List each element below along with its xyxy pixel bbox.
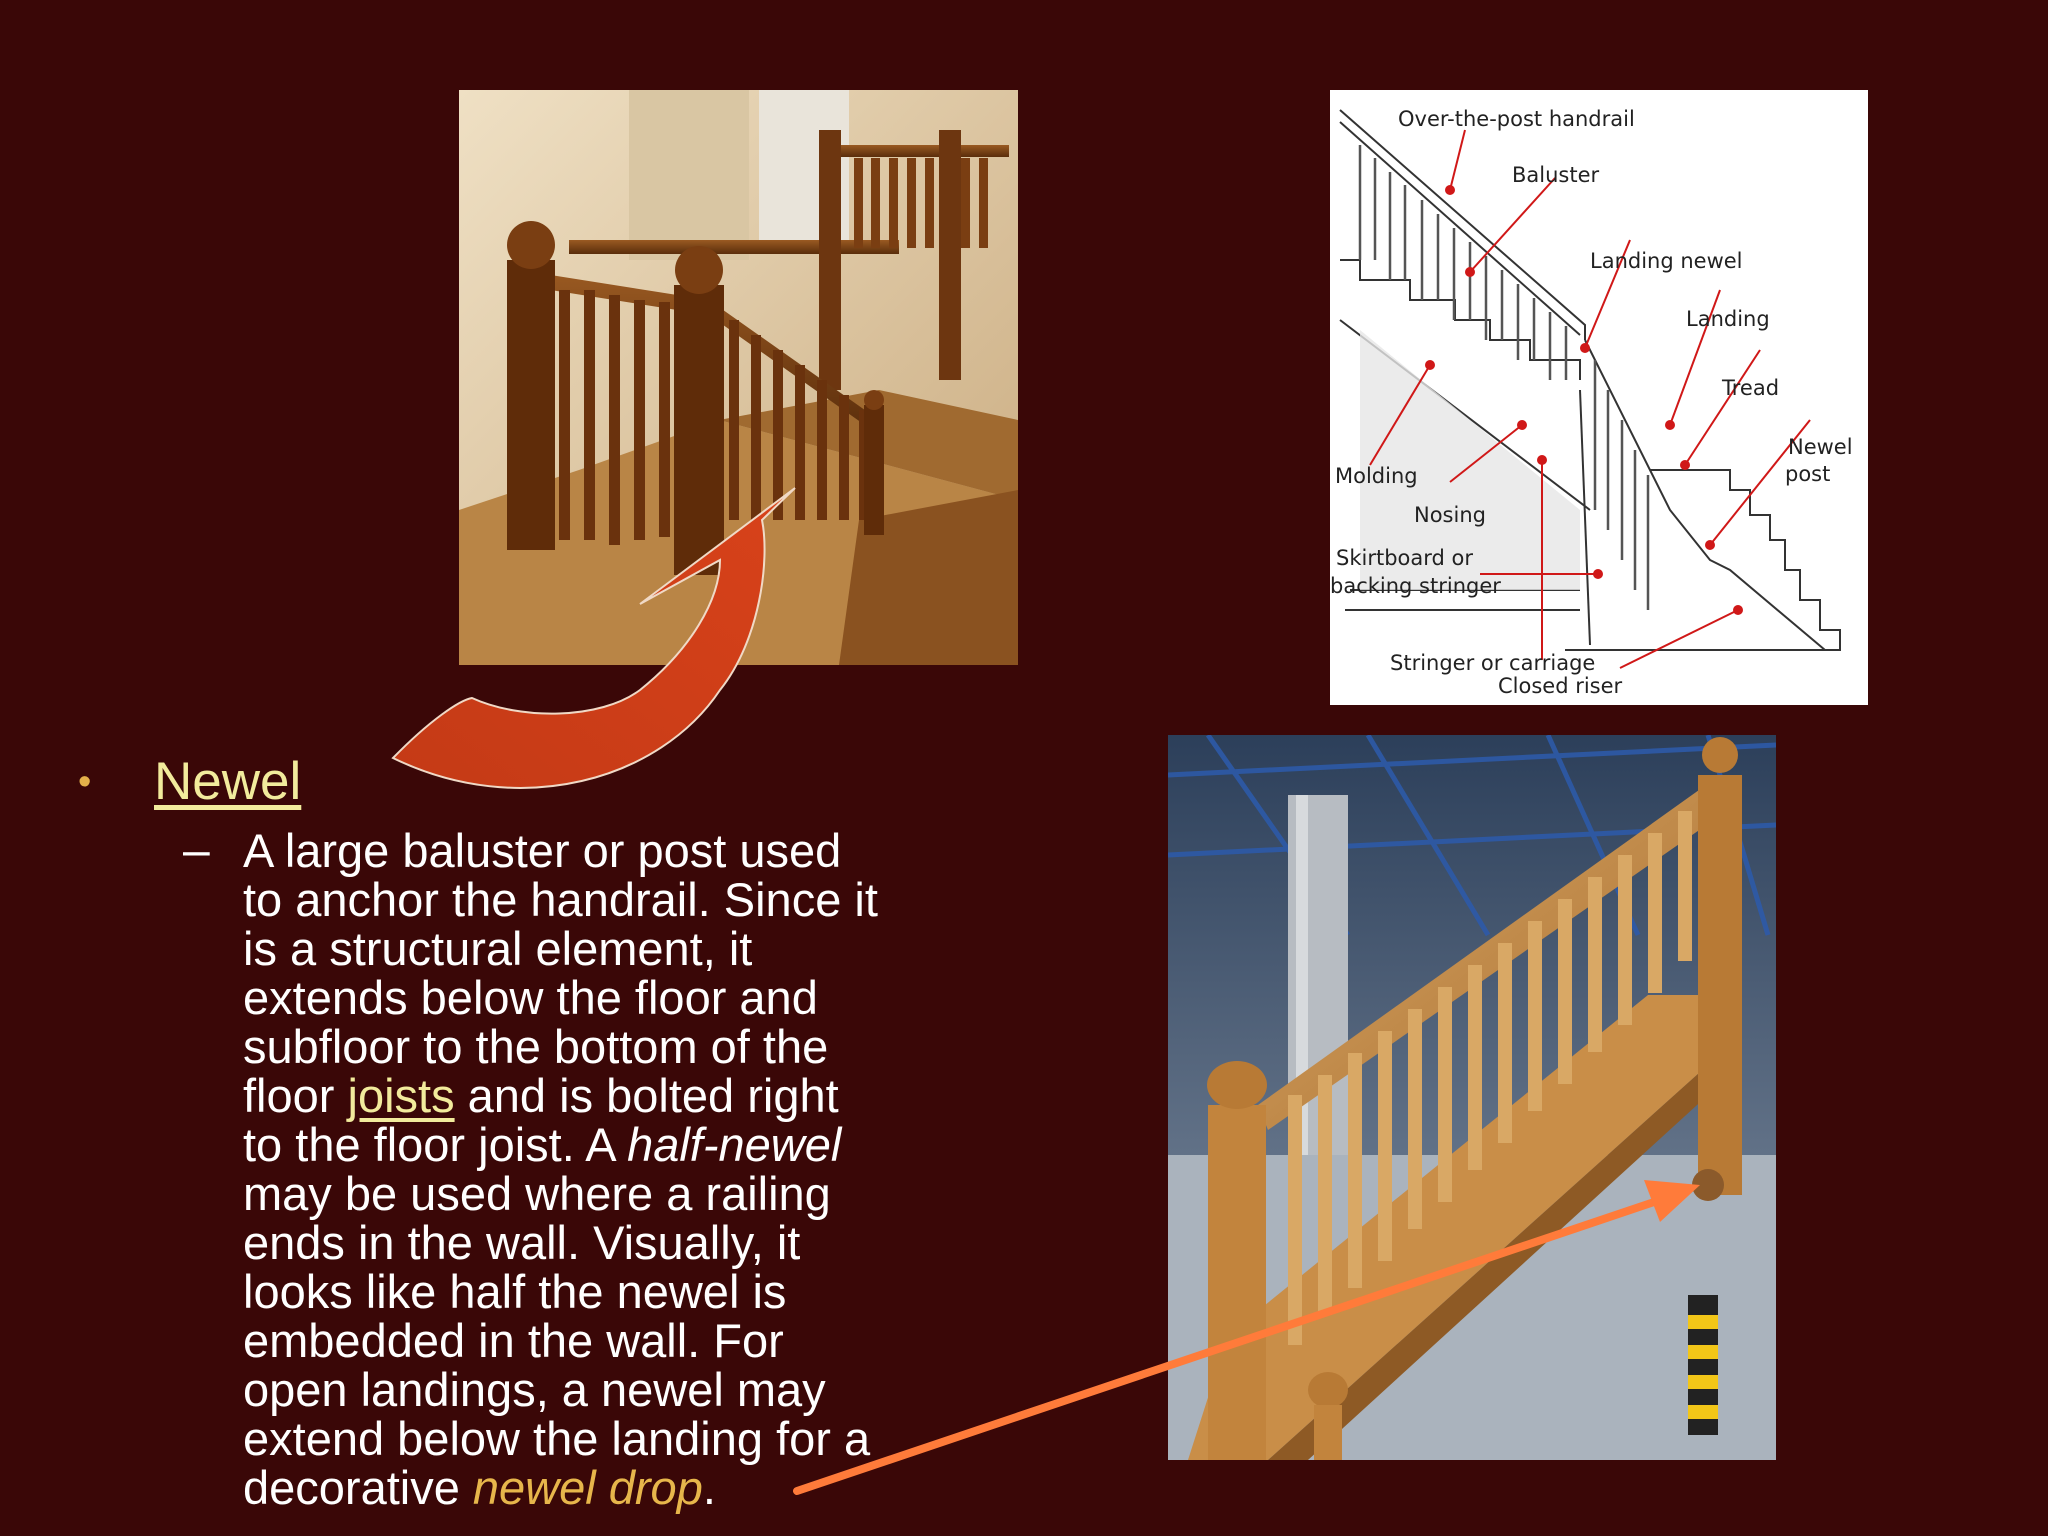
label-newel-line1: Newel <box>1788 435 1853 459</box>
label-baluster: Baluster <box>1512 163 1600 187</box>
newel-drop-term: newel drop <box>472 1461 703 1514</box>
description-line: embedded in the wall. For <box>243 1314 784 1367</box>
description-line: is a structural element, it <box>243 922 753 975</box>
description-line: to anchor the handrail. Since it <box>243 873 878 926</box>
label-tread: Tread <box>1721 376 1779 400</box>
description-line: extend below the landing for a <box>243 1412 871 1465</box>
staircase-photo-workshop <box>1168 735 1776 1460</box>
label-landing: Landing <box>1686 307 1770 331</box>
label-landing-newel: Landing newel <box>1590 249 1743 273</box>
text-fragment: floor <box>243 1069 348 1122</box>
label-handrail: Over-the-post handrail <box>1398 107 1635 131</box>
description-line: may be used where a railing <box>243 1167 831 1220</box>
description-line: open landings, a newel may <box>243 1363 826 1416</box>
description-line-half-newel: to the floor joist. A half-newel <box>243 1120 963 1169</box>
joists-link[interactable]: joists <box>347 1069 455 1122</box>
staircase-photo-top <box>459 90 1018 665</box>
text-fragment: decorative <box>243 1461 473 1514</box>
description-line: ends in the wall. Visually, it <box>243 1216 801 1269</box>
half-newel-term: half-newel <box>627 1118 842 1171</box>
newel-link[interactable]: Newel <box>154 752 302 811</box>
label-stringer: Stringer or carriage <box>1390 651 1595 675</box>
text-fragment: and is bolted right <box>454 1069 839 1122</box>
text-fragment: to the floor joist. A <box>243 1118 628 1171</box>
label-skirtboard-line2: backing stringer <box>1330 574 1501 598</box>
description-line: extends below the floor and <box>243 971 818 1024</box>
description-line-joists: floor joists and is bolted right <box>243 1071 963 1120</box>
description-line: looks like half the newel is <box>243 1265 787 1318</box>
description-line: A large baluster or post used <box>243 824 842 877</box>
label-newel-line2: post <box>1785 462 1830 486</box>
description-line-last: decorative newel drop. <box>243 1463 963 1512</box>
text-fragment: . <box>702 1461 716 1514</box>
stair-anatomy-diagram: Over-the-post handrail Baluster Landing … <box>1330 90 1868 705</box>
description-line: subfloor to the bottom of the <box>243 1020 829 1073</box>
label-nosing: Nosing <box>1414 503 1486 527</box>
label-molding: Molding <box>1335 464 1418 488</box>
bullet-marker: • <box>78 761 92 803</box>
newel-description: A large baluster or post used to anchor … <box>243 826 963 1512</box>
label-skirtboard-line1: Skirtboard or <box>1336 546 1473 570</box>
sub-bullet-dash: – <box>183 824 210 877</box>
label-closed-riser: Closed riser <box>1498 674 1623 698</box>
